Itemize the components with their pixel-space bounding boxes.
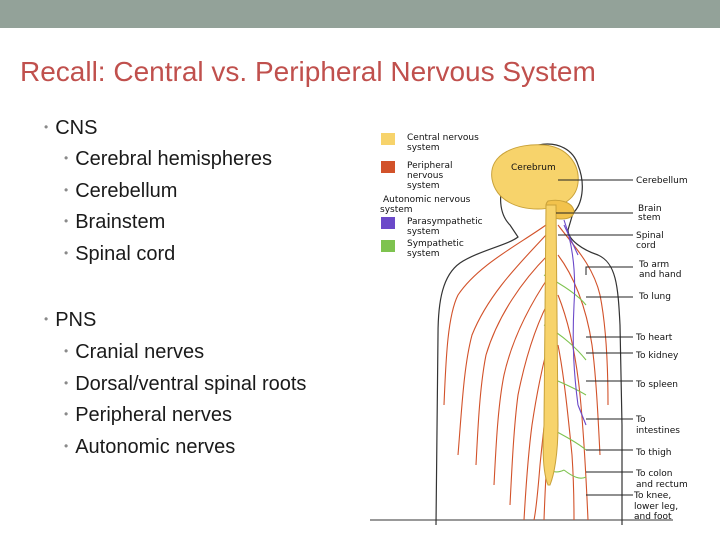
parasympathetic-nerves: [563, 219, 587, 426]
bullet-dot: •: [44, 120, 49, 134]
body-outline: [435, 143, 623, 526]
bullet-dot: •: [64, 439, 69, 453]
list-item: Cerebellum: [75, 180, 178, 202]
bullet-pns-item: • Autonomic nerves: [64, 436, 235, 459]
label-cerebrum: Cerebrum: [511, 163, 556, 173]
bullet-cns-item: • Brainstem: [64, 211, 165, 234]
bullet-dot: •: [64, 246, 69, 260]
bullet-dot: •: [64, 151, 69, 165]
bullet-pns: • PNS: [44, 309, 96, 332]
pns-heading: PNS: [55, 309, 97, 331]
slide-title: Recall: Central vs. Peripheral Nervous S…: [20, 56, 596, 87]
list-item: Cerebral hemispheres: [75, 148, 272, 170]
bullet-cns-item: • Cerebellum: [64, 180, 177, 203]
list-item: Spinal cord: [75, 243, 176, 265]
bullet-dot: •: [44, 312, 49, 326]
bullet-dot: •: [64, 407, 69, 421]
brain: [491, 144, 579, 220]
list-item: Autonomic nerves: [75, 436, 236, 458]
bullet-cns-item: • Spinal cord: [64, 243, 175, 266]
pointer-lines: [556, 179, 633, 496]
legend-swatch-para: [381, 217, 395, 229]
label-kidney: To kidney: [635, 351, 679, 361]
legend-swatch-pns: [381, 161, 395, 173]
bullet-pns-item: • Cranial nerves: [64, 341, 204, 364]
label-heart: To heart: [635, 333, 673, 343]
spinal-cord: [542, 204, 559, 486]
list-item: Peripheral nerves: [75, 404, 232, 426]
label-spleen: To spleen: [635, 380, 678, 390]
label-thigh: To thigh: [635, 448, 672, 458]
pointer-arm: [585, 266, 633, 275]
legend-swatch-symp: [381, 240, 395, 252]
top-bar: [0, 0, 720, 28]
bullet-dot: •: [64, 344, 69, 358]
bullet-dot: •: [64, 376, 69, 390]
peripheral-nerves: [443, 224, 609, 521]
list-item: Cranial nerves: [75, 341, 205, 363]
bullet-dot: •: [64, 214, 69, 228]
cns-heading: CNS: [55, 117, 98, 139]
bullet-dot: •: [64, 183, 69, 197]
label-cerebellum: Cerebellum: [636, 176, 688, 186]
bullet-pns-item: • Dorsal/ventral spinal roots: [64, 373, 306, 396]
bullet-cns: • CNS: [44, 117, 97, 140]
legend-swatch-cns: [381, 133, 395, 145]
bullet-pns-item: • Peripheral nerves: [64, 404, 232, 427]
list-item: Dorsal/ventral spinal roots: [75, 373, 307, 395]
label-lung: To lung: [638, 292, 671, 302]
label-knee: To knee,lower leg,and foot: [633, 491, 678, 522]
list-item: Brainstem: [75, 211, 166, 233]
bullet-cns-item: • Cerebral hemispheres: [64, 148, 272, 171]
